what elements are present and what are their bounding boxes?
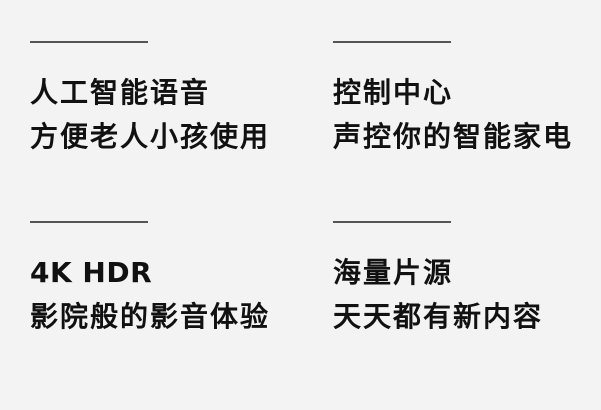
divider-line (333, 41, 451, 43)
feature-subtitle: 方便老人小孩使用 (30, 120, 271, 153)
feature-subtitle: 影院般的影音体验 (30, 300, 271, 333)
divider-line (30, 41, 148, 43)
feature-title: 海量片源 (333, 256, 454, 289)
feature-title: 人工智能语音 (30, 76, 211, 109)
feature-title: 4K HDR (30, 256, 153, 289)
feature-subtitle: 声控你的智能家电 (333, 120, 574, 153)
feature-title: 控制中心 (333, 76, 454, 109)
feature-subtitle: 天天都有新内容 (333, 300, 544, 333)
divider-line (30, 221, 148, 223)
divider-line (333, 221, 451, 223)
